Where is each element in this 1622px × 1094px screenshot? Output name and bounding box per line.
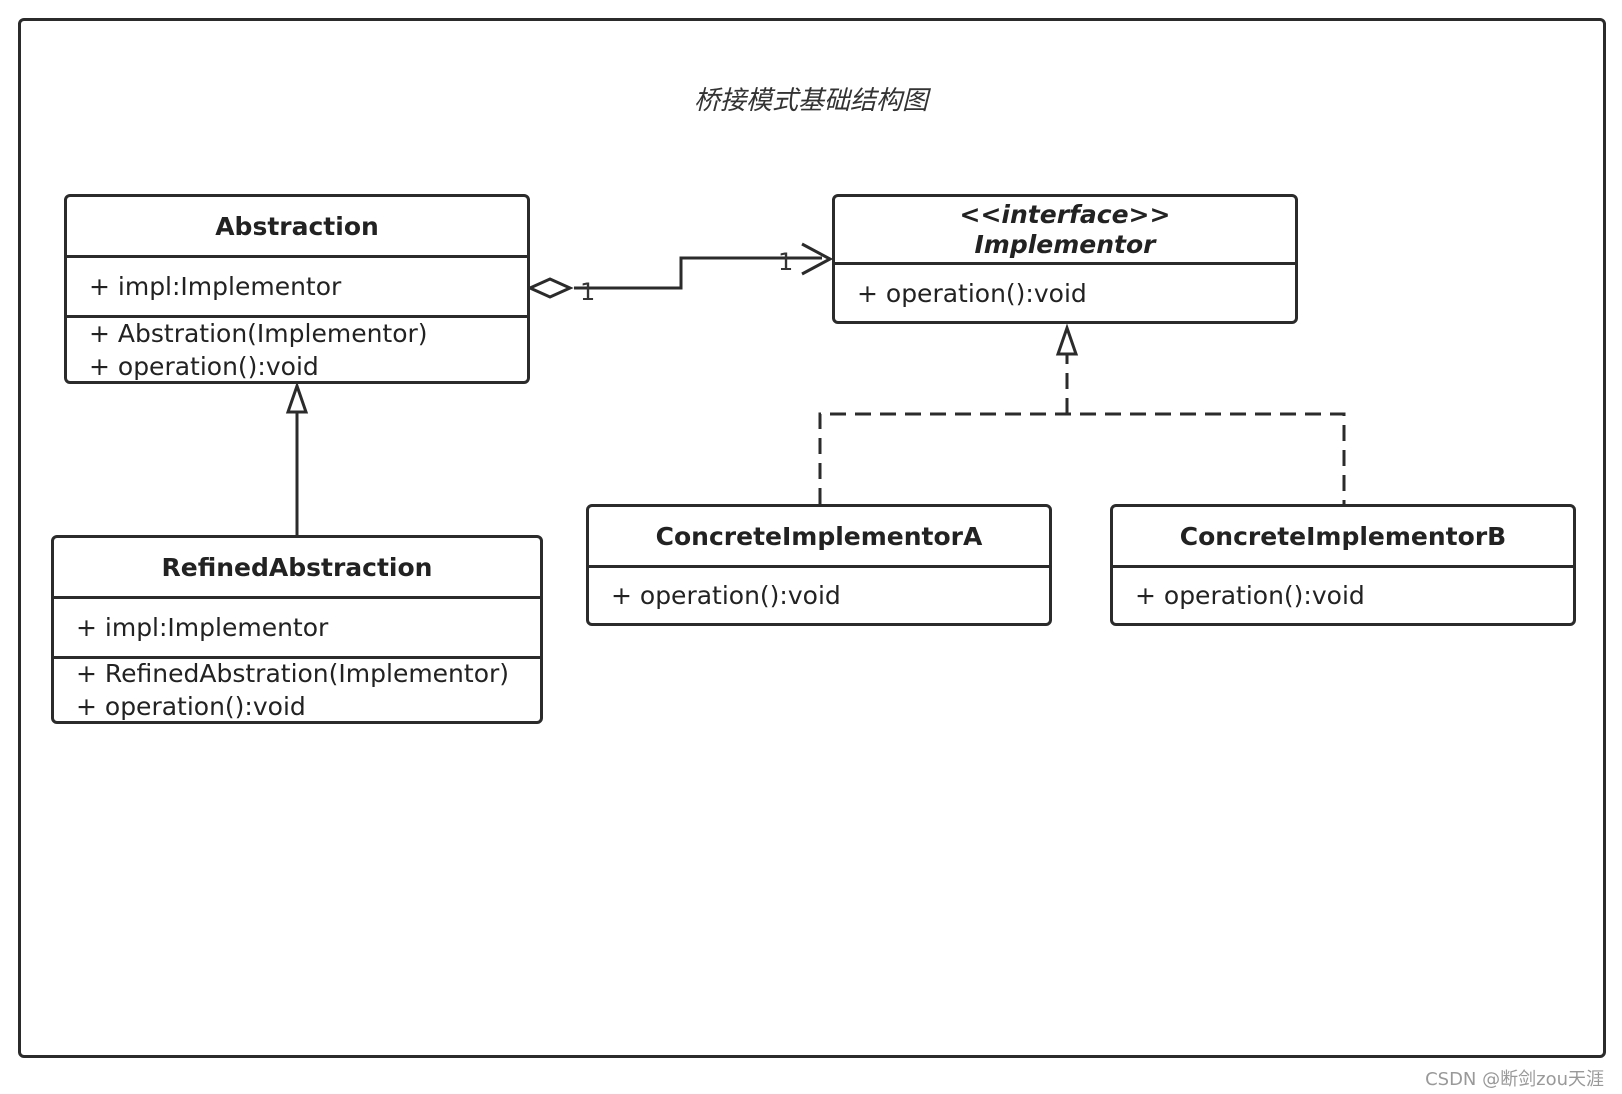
diagram-frame bbox=[18, 18, 1606, 1058]
watermark: CSDN @断剑zou天涯 bbox=[1425, 1069, 1604, 1090]
class-concrete-implementor-a[interactable]: ConcreteImplementorA + operation():void bbox=[586, 504, 1052, 626]
realization-line bbox=[818, 354, 1346, 504]
diagram-title: 桥接模式基础结构图 bbox=[693, 86, 928, 116]
operation: + operation():void bbox=[76, 692, 306, 721]
class-abstraction-operations: + Abstration(Implementor) + operation():… bbox=[67, 318, 527, 381]
class-implementor-operations: + operation():void bbox=[835, 265, 1295, 321]
attribute: + impl:Implementor bbox=[89, 272, 342, 301]
class-refined-abstraction-attributes: + impl:Implementor bbox=[54, 599, 540, 659]
operation: + operation():void bbox=[857, 278, 1087, 308]
class-concrete-implementor-b-name: ConcreteImplementorB bbox=[1113, 507, 1573, 568]
class-concrete-implementor-a-operations: + operation():void bbox=[589, 568, 1049, 623]
aggregation-diamond bbox=[526, 277, 574, 299]
class-refined-abstraction[interactable]: RefinedAbstraction + impl:Implementor + … bbox=[51, 535, 543, 724]
class-implementor-name: Implementor bbox=[974, 229, 1156, 259]
operation: + operation():void bbox=[1135, 581, 1365, 610]
class-refined-abstraction-name: RefinedAbstraction bbox=[54, 538, 540, 599]
operation: + operation():void bbox=[89, 351, 319, 381]
class-implementor-header: <<interface>> Implementor bbox=[835, 197, 1295, 265]
class-abstraction[interactable]: Abstraction + impl:Implementor + Abstrat… bbox=[64, 194, 530, 384]
operation: + operation():void bbox=[611, 581, 841, 610]
operation: + Abstration(Implementor) bbox=[89, 318, 428, 348]
class-concrete-implementor-b[interactable]: ConcreteImplementorB + operation():void bbox=[1110, 504, 1576, 626]
class-implementor[interactable]: <<interface>> Implementor + operation():… bbox=[832, 194, 1298, 324]
class-concrete-implementor-a-name: ConcreteImplementorA bbox=[589, 507, 1049, 568]
class-implementor-stereotype: <<interface>> bbox=[959, 199, 1171, 229]
class-concrete-implementor-b-operations: + operation():void bbox=[1113, 568, 1573, 623]
target-multiplicity: 1 bbox=[778, 248, 793, 276]
attribute: + impl:Implementor bbox=[76, 613, 329, 642]
association-arrowhead bbox=[801, 242, 834, 276]
source-multiplicity: 1 bbox=[580, 278, 595, 306]
realization-arrowhead bbox=[1055, 323, 1079, 356]
generalization-arrowhead bbox=[285, 381, 309, 414]
operation: + RefinedAbstration(Implementor) bbox=[76, 659, 510, 688]
class-abstraction-name: Abstraction bbox=[67, 197, 527, 258]
aggregation-line bbox=[574, 256, 822, 290]
class-refined-abstraction-operations: + RefinedAbstration(Implementor) + opera… bbox=[54, 659, 540, 721]
class-abstraction-attributes: + impl:Implementor bbox=[67, 258, 527, 318]
